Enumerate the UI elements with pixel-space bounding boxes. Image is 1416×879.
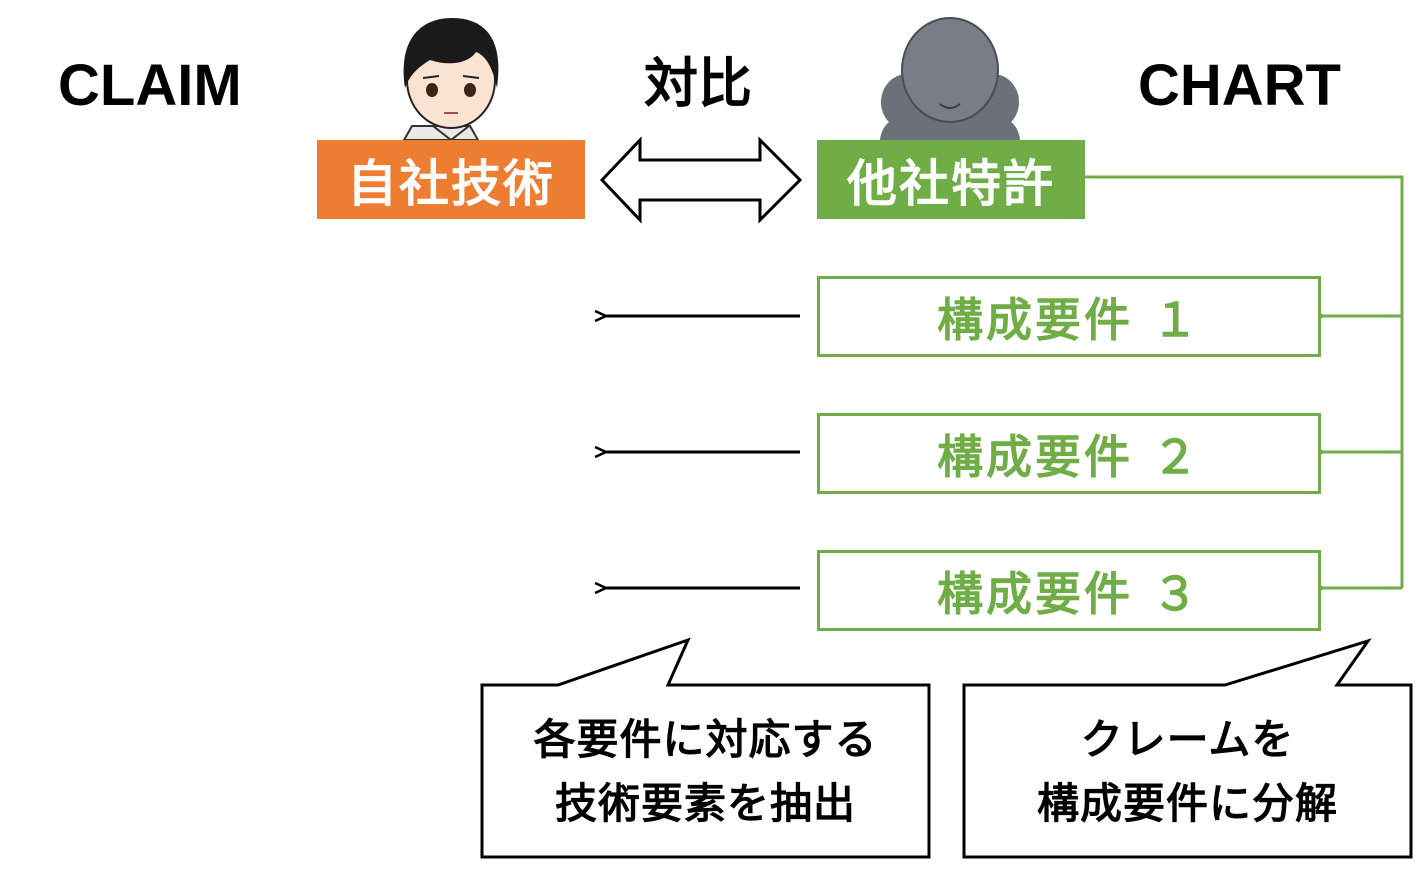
other-patent-label: 他社特許: [817, 140, 1085, 219]
people-group-icon: [880, 18, 1020, 140]
own-technology-label: 自社技術: [317, 140, 585, 219]
callout-right-line2: 構成要件に分解: [964, 772, 1411, 836]
claim-heading: CLAIM: [58, 57, 242, 115]
person-avatar-icon: [404, 18, 499, 140]
compare-heading: 対比: [644, 57, 752, 111]
callout-right-text: クレームを 構成要件に分解: [964, 708, 1411, 836]
callout-left-line1: 各要件に対応する: [482, 708, 929, 772]
constituent-element-3: 構成要件 ３: [817, 550, 1321, 631]
compare-double-arrow: [602, 140, 800, 220]
constituent-element-2: 構成要件 ２: [817, 413, 1321, 494]
constituent-element-1: 構成要件 １: [817, 276, 1321, 357]
chart-heading: CHART: [1138, 57, 1341, 115]
decomposition-bracket: [1084, 177, 1402, 588]
callout-left-text: 各要件に対応する 技術要素を抽出: [482, 708, 929, 836]
callout-right-line1: クレームを: [964, 708, 1411, 772]
callout-left-line2: 技術要素を抽出: [482, 772, 929, 836]
